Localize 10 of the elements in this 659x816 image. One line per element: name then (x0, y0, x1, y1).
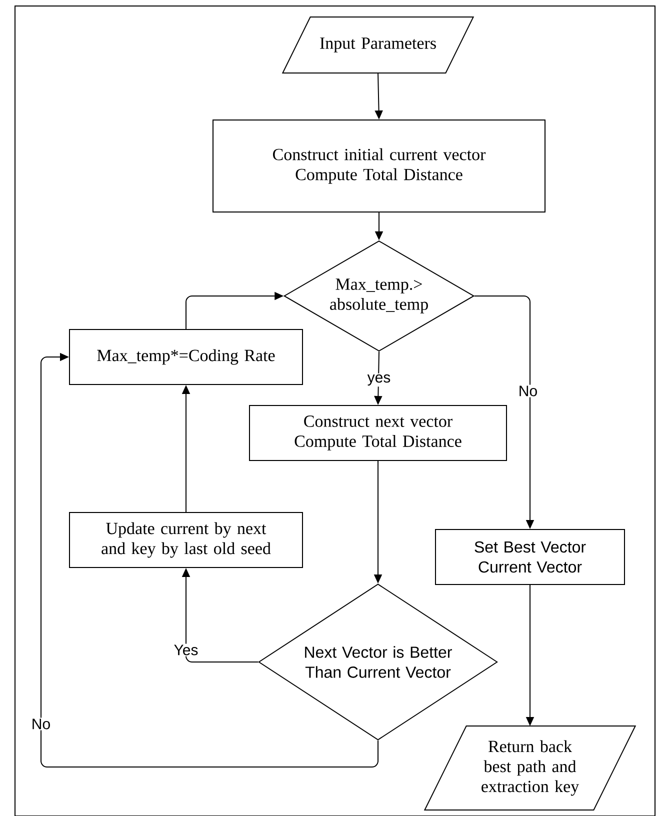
edge-label: No (517, 384, 539, 398)
process-box: Update current by next and key by last old seed (69, 512, 303, 568)
process-box: Set Best Vector Current Vector (435, 529, 625, 585)
edge-label: No (30, 718, 52, 730)
process-box: Max_temp*=Coding Rate (69, 329, 303, 385)
arrow (40, 352, 378, 768)
process-box: Construct next vector Compute Total Distance (249, 405, 507, 461)
edge-label: Yes (172, 644, 200, 656)
process-box: Construct initial current vector Compute Total Distance (212, 120, 546, 212)
edge-label: yes (366, 373, 392, 387)
